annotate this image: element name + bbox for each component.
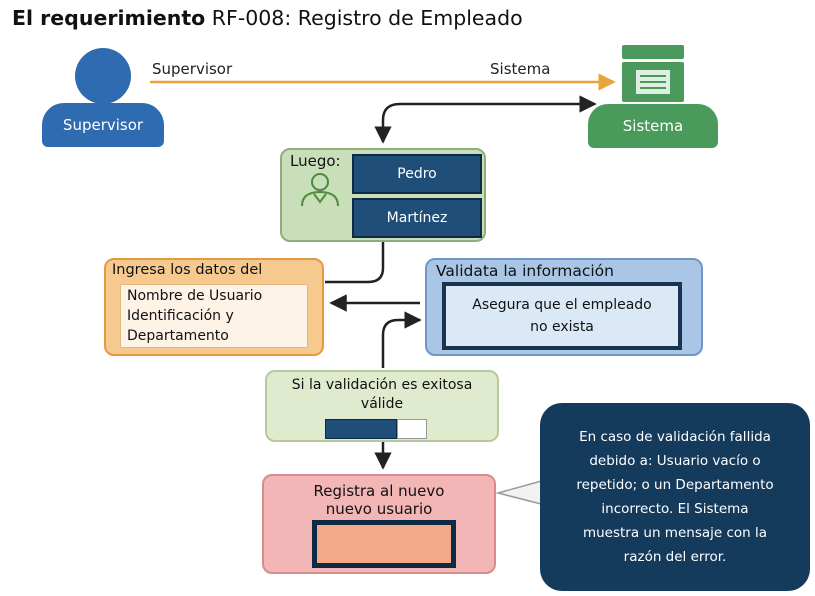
title-rest: RF-008: Registro de Empleado bbox=[205, 6, 523, 30]
callout-line: En caso de validación fallida bbox=[579, 429, 771, 445]
ingresa-line: Identificación y bbox=[127, 308, 234, 324]
valida-inner-box: Asegura que el empleado no exista bbox=[446, 286, 678, 346]
callout-line: repetido; o un Departamento bbox=[576, 477, 774, 493]
exitosa-line-1: Si la validación es exitosa bbox=[291, 377, 473, 393]
luego-label: Luego: bbox=[290, 152, 341, 170]
registra-line-2: nuevo usuario bbox=[325, 500, 433, 518]
valida-line-2: no exista bbox=[530, 319, 594, 335]
supervisor-label: Supervisor bbox=[62, 116, 144, 134]
supervisor-actor: Supervisor bbox=[42, 103, 164, 147]
ingresa-line: Nombre de Usuario bbox=[127, 288, 263, 304]
first-name-cell: Pedro bbox=[352, 154, 482, 194]
error-callout: En caso de validación fallida debido a: … bbox=[540, 403, 810, 591]
arrow-label-sistema: Sistema bbox=[490, 60, 551, 78]
exitosa-to-valida-arrow bbox=[381, 311, 422, 368]
callout-line: muestra un mensaje con la bbox=[582, 525, 768, 541]
callout-line: razón del error. bbox=[623, 549, 727, 565]
last-name-cell: Martínez bbox=[352, 198, 482, 238]
ingresa-fields-box: Nombre de Usuario Identificación y Depar… bbox=[120, 284, 308, 348]
valida-inner-frame: Asegura que el empleado no exista bbox=[442, 282, 682, 350]
arrow-label-supervisor: Supervisor bbox=[152, 60, 233, 78]
luego-ingresa-line bbox=[325, 242, 385, 284]
person-icon bbox=[301, 173, 339, 207]
server-top-icon bbox=[622, 45, 684, 59]
callout-pointer bbox=[495, 479, 546, 506]
ingresa-title: Ingresa los datos del bbox=[112, 262, 263, 278]
registra-inner-frame bbox=[312, 520, 456, 568]
progress-empty bbox=[397, 419, 427, 439]
page-title: El requerimiento RF-008: Registro de Emp… bbox=[12, 6, 523, 30]
title-bold: El requerimiento bbox=[12, 6, 206, 30]
callout-line: incorrecto. El Sistema bbox=[601, 501, 749, 517]
registra-inner-box bbox=[317, 525, 451, 563]
registra-line-1: Registra al nuevo bbox=[313, 482, 445, 500]
sistema-label: Sistema bbox=[622, 117, 684, 135]
callout-line: debido a: Usuario vacío o bbox=[589, 453, 761, 469]
exitosa-line-2: válide bbox=[360, 396, 404, 412]
sistema-luego-arrow bbox=[374, 95, 597, 144]
ingresa-line: Departamento bbox=[127, 328, 229, 344]
valida-line-1: Asegura que el empleado bbox=[472, 297, 652, 313]
supervisor-head-icon bbox=[75, 48, 131, 104]
valida-title: Validata la información bbox=[436, 262, 614, 280]
progress-fill bbox=[325, 419, 397, 439]
sistema-actor: Sistema bbox=[588, 104, 718, 148]
server-icon bbox=[622, 62, 684, 102]
